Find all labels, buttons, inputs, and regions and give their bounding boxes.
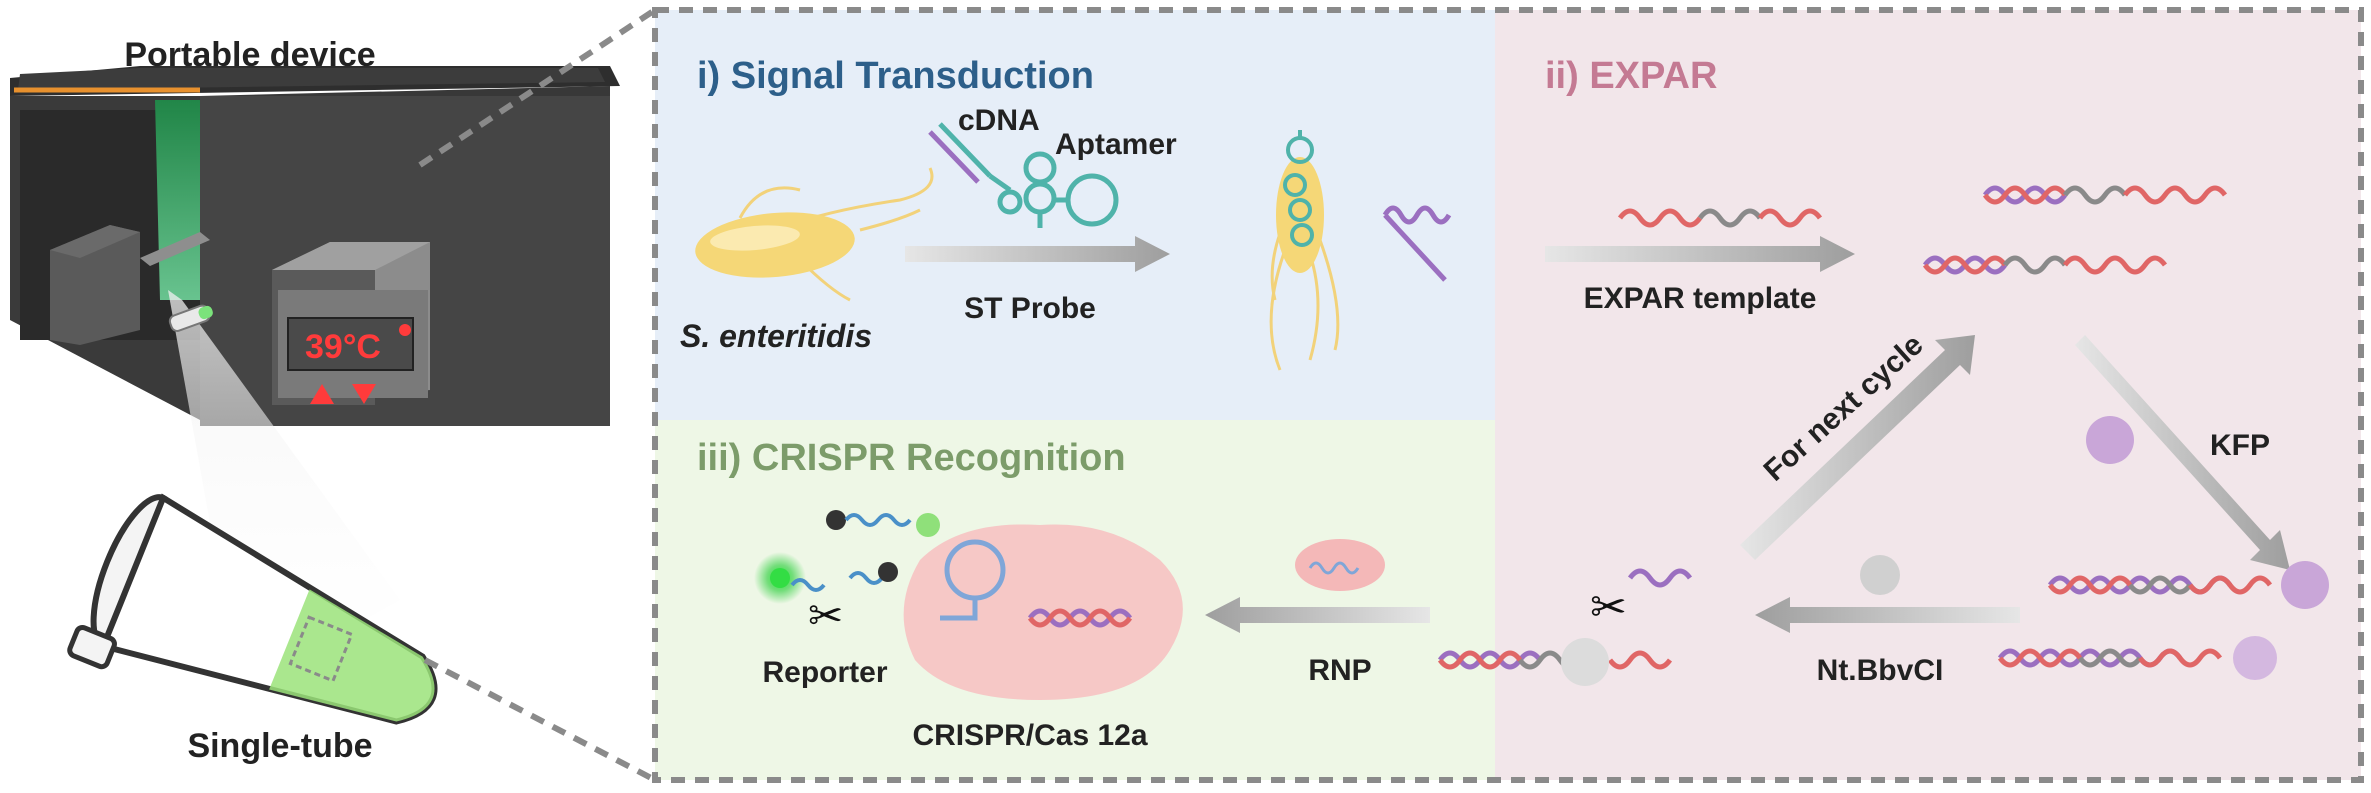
polymerase-duplex (1997, 575, 2273, 668)
polymerase-icon (2086, 416, 2134, 464)
scissors-icon: ✂ (1590, 582, 1627, 633)
rnp-icon (1295, 539, 1385, 591)
reporter-scissors-icon: ✂ (808, 591, 843, 640)
aptamer-label: Aptamer (1055, 128, 1177, 161)
kfp-label: KFP (2210, 429, 2270, 462)
arrow-nicking (1755, 597, 2020, 633)
crispr-title: iii) CRISPR Recognition (697, 437, 1126, 479)
expar-title: ii) EXPAR (1545, 55, 1717, 97)
nicking-label: Nt.BbvCI (1817, 654, 1944, 687)
polymerase-bound-icon-2 (2233, 636, 2277, 680)
signal-title: i) Signal Transduction (697, 55, 1094, 97)
template-label: EXPAR template (1584, 282, 1817, 315)
bacterium-icon (695, 167, 934, 302)
nicking-enzyme-icon (1860, 555, 1900, 595)
expar-template (1617, 208, 1823, 228)
single-tube-label: Single-tube (187, 727, 372, 765)
rnp-label: RNP (1308, 654, 1371, 687)
temperature-display: 39°C (305, 328, 381, 366)
single-tube (67, 493, 438, 725)
cas-label: CRISPR/Cas 12a (912, 719, 1147, 752)
target-label: S. enteritidis (680, 318, 872, 354)
zoom-frame (652, 7, 2364, 783)
arrow-rnp (1205, 597, 1430, 633)
released-cdna (1382, 205, 1452, 282)
cdna-label: cDNA (958, 104, 1040, 137)
polymerase-bound-icon (2281, 561, 2329, 609)
extended-duplex (1922, 185, 2228, 275)
arrow-template (1545, 236, 1855, 272)
arrow-kfp (2075, 335, 2290, 570)
arrow-cycle (1740, 335, 1975, 560)
aptamer-probe (928, 122, 1119, 228)
reporter-label: Reporter (762, 656, 887, 689)
device-title: Portable device (124, 36, 375, 74)
bound-bacterium-icon (1269, 130, 1340, 371)
nicking-bound-icon (1561, 638, 1609, 686)
arrow-probe (905, 236, 1170, 272)
probe-label: ST Probe (964, 292, 1096, 325)
reporter-probe-intact (826, 510, 940, 537)
zoom-line-bottom (423, 657, 657, 783)
cas12a-complex (903, 524, 1183, 700)
reporter-probe-cleaved (754, 552, 898, 604)
portable-device (10, 66, 620, 690)
nicked-duplex (1437, 568, 1693, 670)
